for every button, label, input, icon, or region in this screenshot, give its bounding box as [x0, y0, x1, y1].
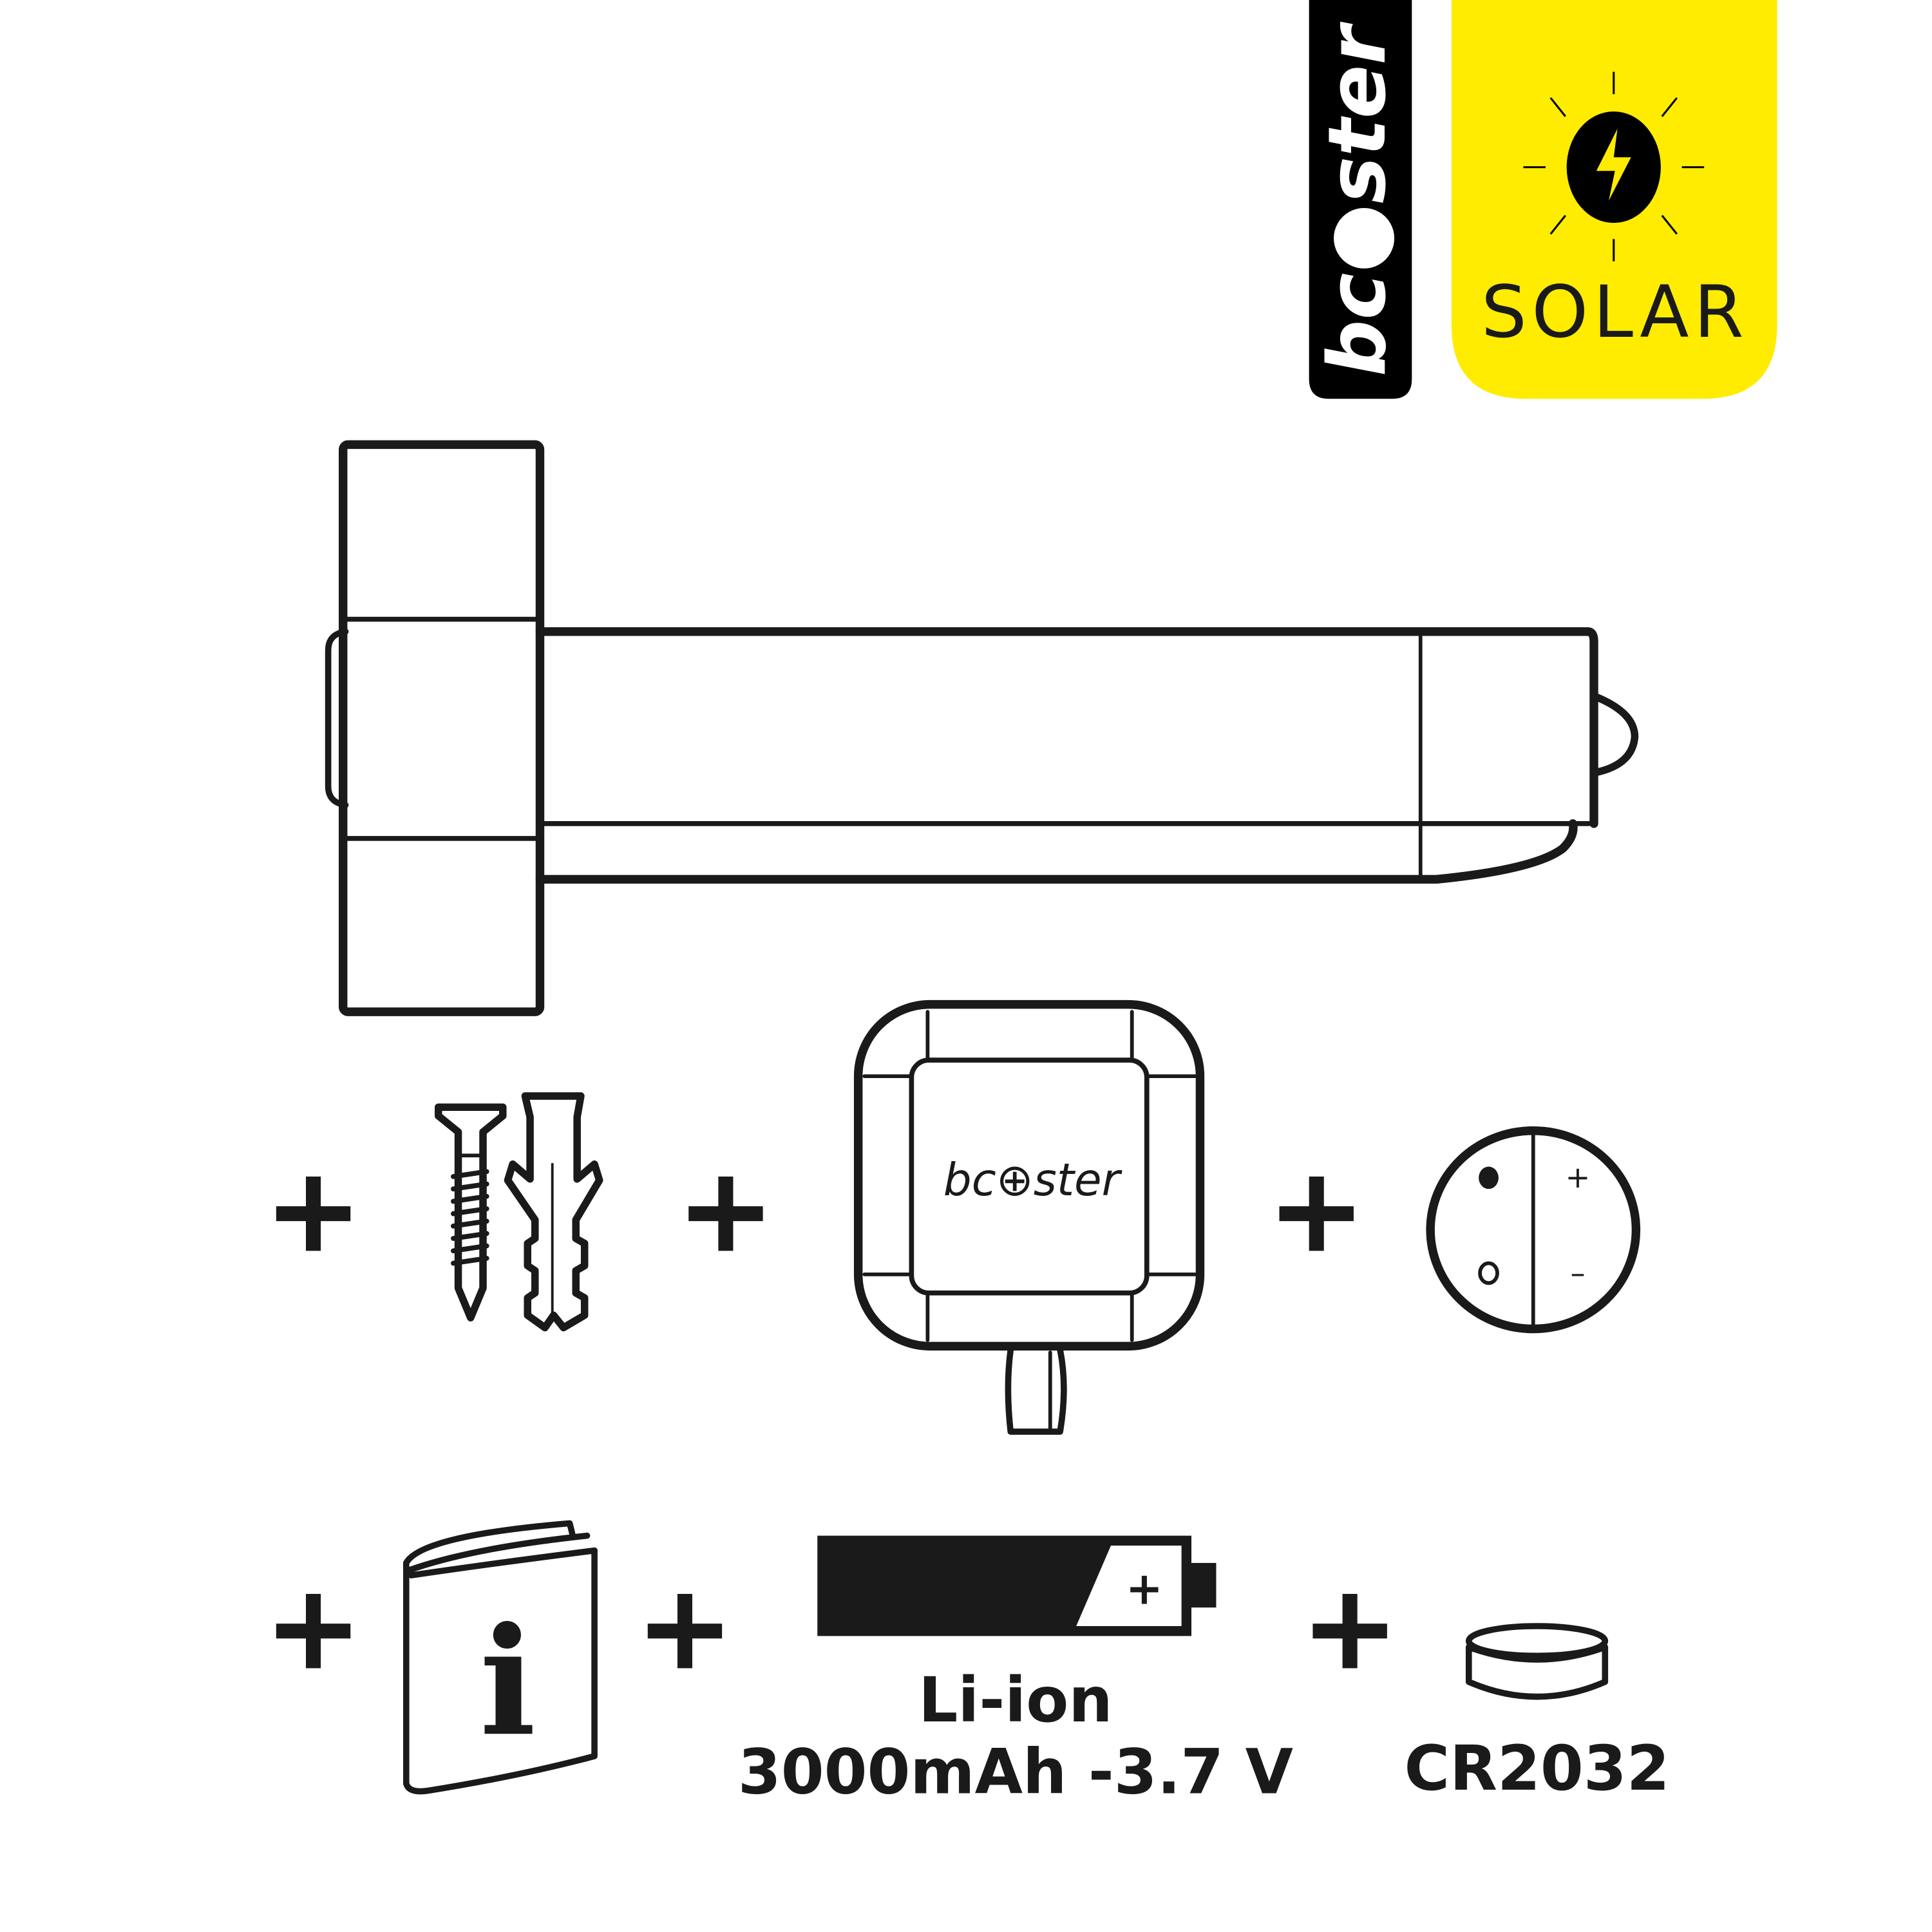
brand-logo-text: bc●ster	[1312, 21, 1404, 377]
info-glyph: i	[480, 1595, 536, 1769]
battery-spec-label: 3000mAh -3.7 V	[738, 1736, 1293, 1808]
coin-cell-label: CR2032	[1404, 1732, 1669, 1804]
plus-separators	[276, 1176, 1387, 1669]
coin-cell-battery-icon	[1465, 1623, 1609, 1700]
li-ion-battery-icon: +	[817, 1535, 1217, 1636]
battery-type-label: Li-ion	[918, 1664, 1113, 1736]
sun-lightning-icon	[1523, 71, 1705, 261]
plus-icon	[1312, 1594, 1387, 1669]
plus-icon	[1279, 1176, 1354, 1251]
plus-sign: +	[1566, 1160, 1591, 1195]
brand-badge: bc●ster	[1309, 0, 1412, 399]
solar-badge: SOLAR	[1451, 0, 1777, 399]
plus-icon	[647, 1594, 723, 1669]
plus-icon	[688, 1176, 763, 1251]
battery-terminal-mark: +	[1126, 1563, 1163, 1615]
minus-sign: –	[1570, 1255, 1585, 1290]
solar-arm-device-icon	[325, 440, 1639, 1016]
screw-and-wall-anchor-icon	[435, 1092, 603, 1332]
info-manual-icon: i	[402, 1520, 598, 1795]
plus-icon	[276, 1176, 351, 1251]
booster-module-logo: bc⊕ster	[943, 1155, 1123, 1206]
remote-fob-icon: + –	[1426, 1126, 1641, 1334]
booster-module-icon: bc⊕ster	[853, 999, 1205, 1435]
plus-icon	[276, 1594, 351, 1669]
solar-label: SOLAR	[1481, 270, 1748, 354]
